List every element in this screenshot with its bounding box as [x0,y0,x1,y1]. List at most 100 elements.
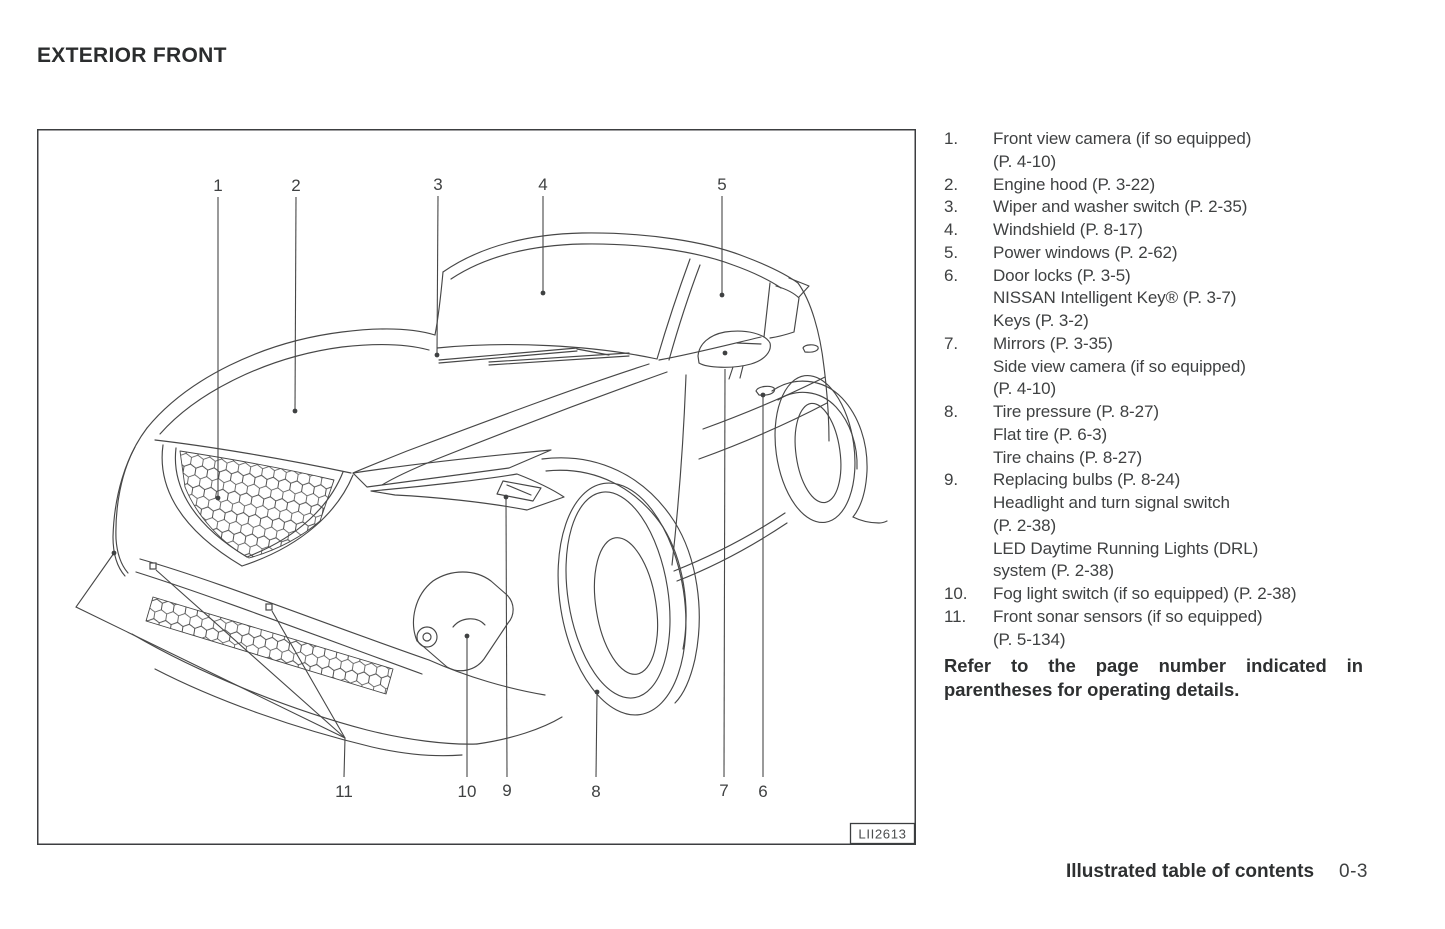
front-wheel-arch [541,457,700,704]
legend-item-number: 6. [944,265,958,285]
leader-dot-8 [594,689,600,695]
legend-item-text: (P. 4-10) [993,151,1057,171]
hood-cut-right [352,363,650,474]
legend-list: 1.Front view camera (if so equipped)(P. … [944,128,1371,651]
legend-item-text: Headlight and turn signal switch [993,493,1230,512]
page-title: EXTERIOR FRONT [37,44,227,67]
callout-number-11: 11 [335,782,353,801]
leader-dot-5 [719,292,725,298]
legend-item-number: 11. [944,606,967,626]
legend-item-number: 4. [944,220,958,239]
legend-item-text: Door locks (P. 3-5) [993,265,1131,285]
legend-item-number [944,629,993,652]
windshield-left-edge [434,271,444,336]
sonar-sensor-markers [149,562,273,611]
legend-item-text: Wiper and washer switch (P. 2-35) [993,197,1248,217]
headlight-main [370,473,565,511]
sonar-sensor-square-1 [149,562,157,570]
leader-8 [595,693,598,778]
legend-item-text: LED Daytime Running Lights (DRL) [993,538,1259,558]
leader-dot-11 [111,550,117,556]
rear-door-handle [802,344,819,353]
leader-dot-4 [540,290,546,296]
figure-code-label: LII2613 [858,827,906,842]
callout-leader-dots [111,290,766,695]
front-door-seam [671,374,687,566]
rocker-line [673,512,788,582]
legend-row: Headlight and turn signal switch [944,492,1371,515]
side-mirror-base [728,365,744,380]
leader-dot-2 [292,408,298,414]
legend-item-number: 2. [944,174,958,194]
wiper-blade-1 [438,347,610,364]
callout-number-3: 3 [433,175,442,194]
grille-band-right-outer [241,474,354,567]
callout-number-2: 2 [291,176,300,195]
legend-item-number [944,560,993,583]
rear-wheel-arch-inner [777,391,858,470]
roof-rail [450,243,782,289]
legend-row: Side view camera (if so equipped) [944,356,1371,379]
legend-row: (P. 5-134) [944,629,1371,652]
b-pillar [763,282,771,338]
legend-item-text: NISSAN Intelligent Key® (P. 3-7) [993,288,1237,308]
legend-row: (P. 4-10) [944,378,1371,401]
legend-item-text: Front sonar sensors (if so equipped) [993,606,1263,626]
legend-item-number: 9. [944,470,958,490]
leader-dot-7 [722,350,728,356]
front-rim [593,537,659,675]
legend-row: 10.Fog light switch (if so equipped) (P.… [944,583,1371,606]
chin-spoiler-1 [131,633,478,745]
front-tire-inner [565,491,671,699]
legend-item-number [944,378,993,401]
leader-dot-6 [760,392,766,398]
legend-item-text: (P. 2-38) [993,515,1057,535]
legend-row: 4.Windshield (P. 8-17) [944,219,1371,242]
legend-row: 11. Front sonar sensors (if so equipped) [944,606,1371,629]
left-corner-cladding [115,446,136,574]
legend-item-text: system (P. 2-38) [993,561,1114,581]
d-pillar-silhouette [797,282,830,442]
callout-number-5: 5 [717,175,726,194]
legend-item-number [944,538,993,561]
legend-item-text: Power windows (P. 2-62) [993,242,1178,262]
legend-item-number [944,447,993,470]
legend-item-text: Keys (P. 3-2) [993,311,1089,330]
bumper-crease [135,571,423,675]
fog-sensor-ring-outer [416,626,438,648]
legend-item-number: 5. [944,242,958,262]
body-character-line-2 [698,402,828,460]
leader-11-sensor-link-1 [155,569,346,739]
roof-outer [442,232,799,284]
legend-item-number [944,287,993,310]
legend-item-text: Mirrors (P. 3-35) [993,333,1113,353]
legend-item-text: Replacing bulbs (P. 8-24) [993,470,1181,490]
legend-row: system (P. 2-38) [944,560,1371,583]
note-line: parentheses for operating details. [944,679,1240,701]
rear-bumper-lower [852,516,888,524]
legend-item-number: 7. [944,333,958,353]
leader-2 [294,196,297,412]
legend-row: 9. Replacing bulbs (P. 8-24) [944,469,1371,492]
legend-item-number [944,356,993,379]
body-character-line-1 [702,376,826,430]
roof-spoiler-tip [788,277,810,298]
legend-row: (P. 4-10) [944,151,1371,174]
belt-line [658,336,762,361]
fog-sensor-ring-inner [422,632,432,642]
callout-number-8: 8 [591,782,600,801]
leader-dot-9 [503,494,509,500]
legend-item-number: 1. [944,129,958,148]
legend-item-text: Tire pressure (P. 8-27) [993,402,1159,421]
callout-number-7: 7 [719,781,728,800]
leader-dot-3 [434,352,440,358]
legend-row: (P. 2-38) [944,515,1371,538]
callout-number-4: 4 [538,175,547,194]
legend-item-number: 3. [944,197,958,217]
lower-intake-mesh [145,596,394,695]
hood-front-edge [154,439,352,474]
footer-page-number: 0-3 [1339,861,1368,882]
